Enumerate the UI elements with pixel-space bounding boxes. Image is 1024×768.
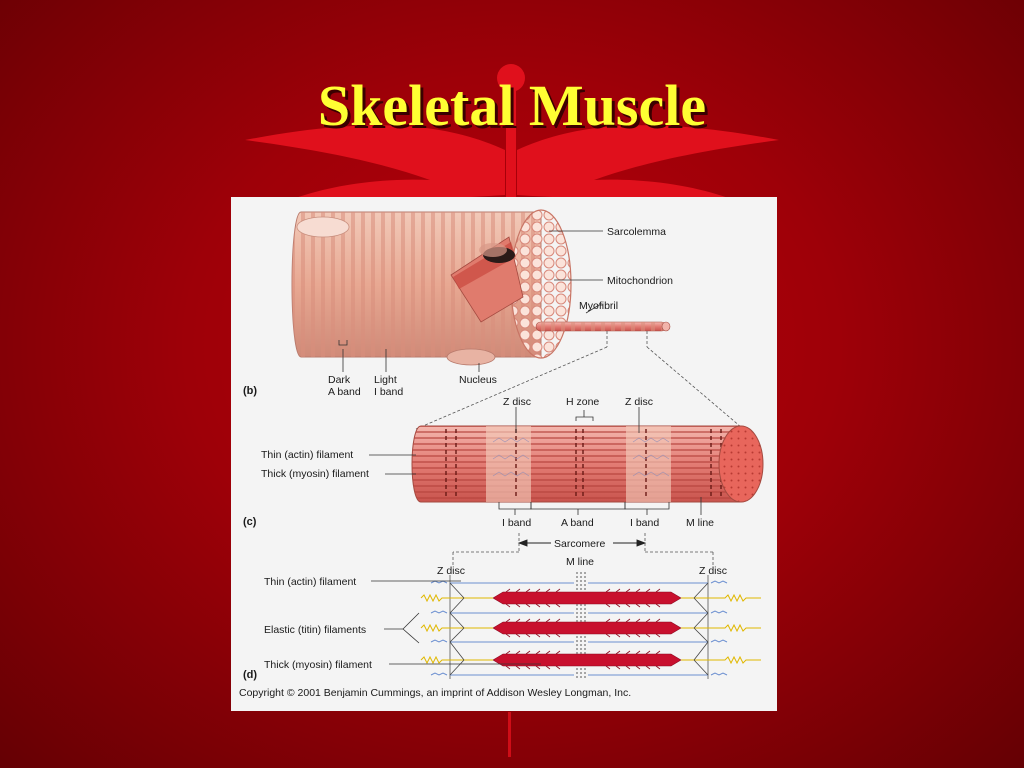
myofibril-illustration: [411, 425, 764, 503]
panel-b-leaders: [338, 230, 603, 372]
panel-letter-b: (b): [243, 385, 257, 397]
label-a-band-c: A band: [561, 517, 594, 529]
label-dark: Dark: [328, 374, 351, 386]
label-i-band-left: I band: [502, 517, 531, 529]
label-i-band: I band: [374, 386, 403, 398]
sarcomere-illustration: [420, 572, 761, 679]
panel-c-leaders: [369, 407, 702, 515]
label-nucleus: Nucleus: [459, 374, 497, 386]
label-thin-filament-d: Thin (actin) filament: [264, 576, 356, 588]
figure-panel: Sarcolemma Mitochondrion Myofibril Dark …: [231, 197, 777, 711]
label-sarcolemma: Sarcolemma: [607, 226, 666, 238]
label-thick-filament-d: Thick (myosin) filament: [264, 659, 372, 671]
zoom-lines-b-c: [415, 331, 742, 430]
copyright-notice: Copyright © 2001 Benjamin Cummings, an i…: [239, 687, 632, 699]
label-h-zone: H zone: [566, 396, 599, 408]
label-mitochondrion: Mitochondrion: [607, 275, 673, 287]
zoom-lines-c-d: [452, 533, 714, 567]
panel-letter-c: (c): [243, 516, 257, 528]
label-z-disc-right-d: Z disc: [699, 565, 727, 577]
label-sarcomere: Sarcomere: [554, 538, 606, 550]
muscle-fiber-illustration: [291, 209, 671, 366]
slide-title: Skeletal Muscle: [317, 73, 707, 138]
label-z-disc-right: Z disc: [625, 396, 653, 408]
label-m-line-d: M line: [566, 556, 594, 568]
label-light: Light: [374, 374, 397, 386]
label-z-disc-left: Z disc: [503, 396, 531, 408]
muscle-structure-diagram: Sarcolemma Mitochondrion Myofibril Dark …: [243, 209, 764, 681]
label-a-band: A band: [328, 386, 361, 398]
label-myofibril: Myofibril: [579, 300, 618, 312]
panel-d-leaders: [371, 580, 541, 665]
label-z-disc-left-d: Z disc: [437, 565, 465, 577]
label-thick-filament-c: Thick (myosin) filament: [261, 468, 369, 480]
panel-letter-d: (d): [243, 669, 257, 681]
label-m-line-c: M line: [686, 517, 714, 529]
sarcomere-span: [517, 539, 647, 547]
label-i-band-right: I band: [630, 517, 659, 529]
label-elastic-filaments: Elastic (titin) filaments: [264, 624, 366, 636]
label-thin-filament-c: Thin (actin) filament: [261, 449, 353, 461]
